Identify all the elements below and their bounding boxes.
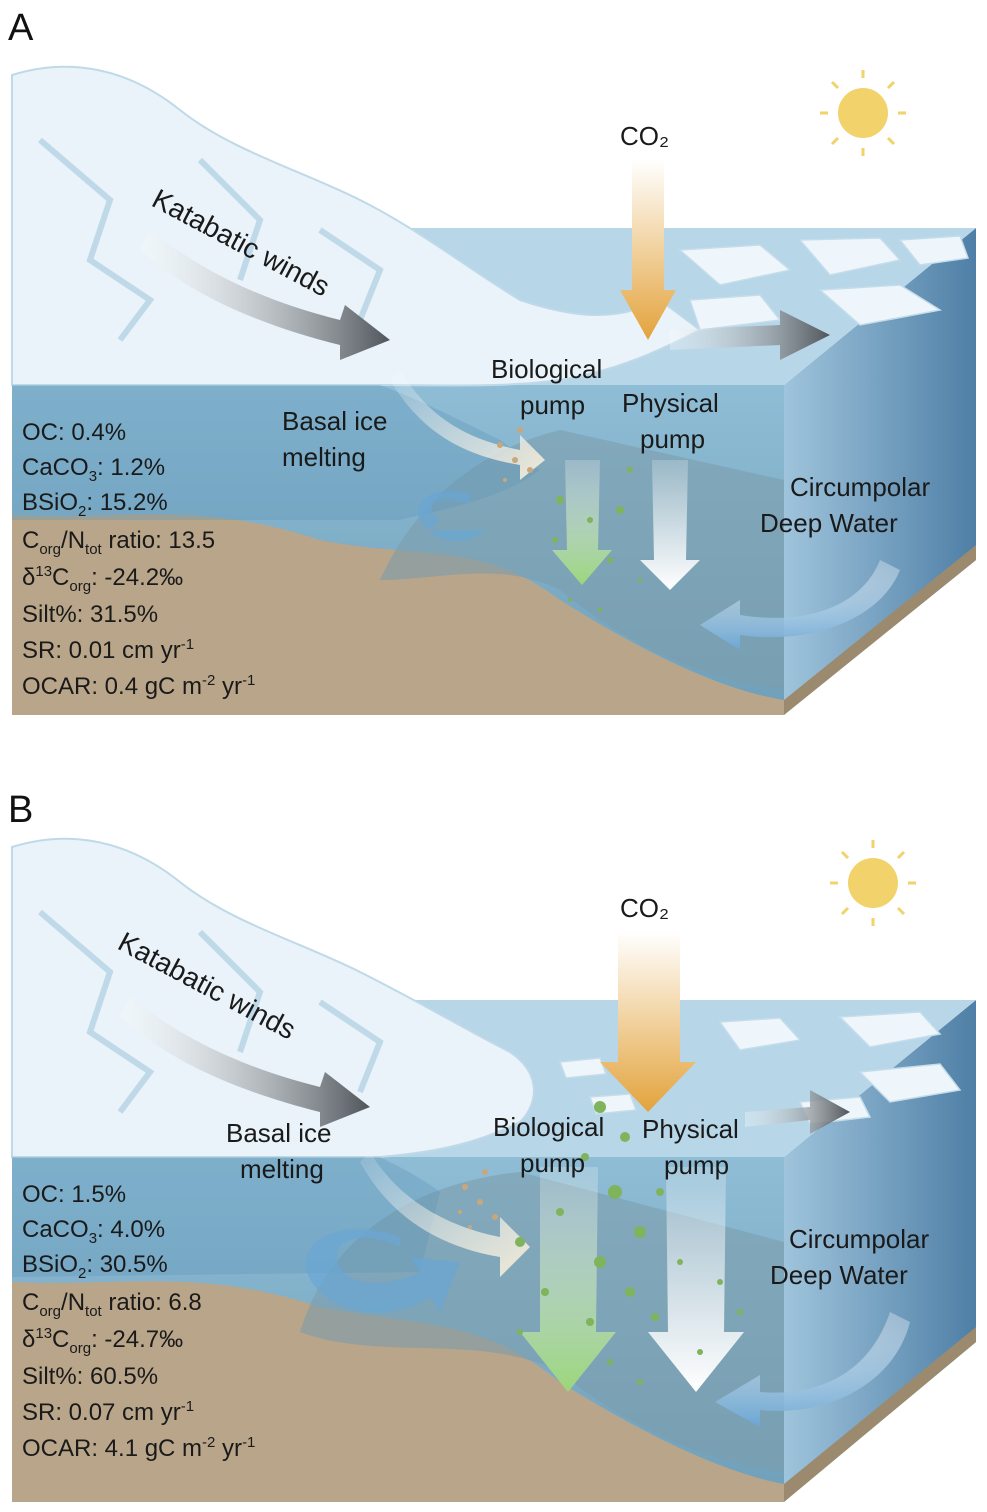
sea-ice-floes <box>678 235 970 331</box>
cdw-label-1: Circumpolar <box>790 472 930 502</box>
stat-caco3: CaCO3: 1.2% <box>22 454 165 485</box>
cdw-label-1: Circumpolar <box>789 1224 929 1254</box>
physical-label-1: Physical <box>622 388 719 418</box>
basal-melt-arrow <box>360 1152 530 1277</box>
ice-sheet <box>11 837 535 1158</box>
cdw-arrow <box>700 560 900 650</box>
sediment-side <box>784 545 976 715</box>
stats-list: OC: 1.5% CaCO3: 4.0% BSiO2: 30.5% Corg/N… <box>22 1181 255 1462</box>
stat-sr: SR: 0.01 cm yr-1 <box>22 636 194 664</box>
basal-label-1: Basal ice <box>226 1118 332 1148</box>
sun-icon <box>830 840 916 926</box>
biological-label-2: pump <box>520 390 585 420</box>
sediment-front <box>12 1281 784 1502</box>
basal-label-2: melting <box>282 442 366 472</box>
ice-shelf-submerged <box>12 385 540 520</box>
sediment-front <box>12 514 784 715</box>
offshore-wind-arrow <box>670 310 830 360</box>
co2-arrow <box>600 932 696 1112</box>
biological-label-1: Biological <box>493 1112 604 1142</box>
stat-cn-ratio: Corg/Ntot ratio: 6.8 <box>22 1289 202 1320</box>
co2-label: CO₂ <box>620 893 669 923</box>
recirculation-arrow <box>417 490 485 542</box>
panel-letter: B <box>8 789 33 831</box>
stat-d13c: δ13Corg: -24.7‰ <box>22 1325 183 1357</box>
biological-label-2: pump <box>520 1148 585 1178</box>
panel-letter: A <box>8 7 34 49</box>
stat-d13c: δ13Corg: -24.2‰ <box>22 563 183 595</box>
physical-label-2: pump <box>640 424 705 454</box>
co2-arrow <box>620 160 676 340</box>
basal-label-2: melting <box>240 1154 324 1184</box>
sun-icon <box>820 70 906 156</box>
katabatic-arrow <box>140 230 390 360</box>
stat-ocar: OCAR: 0.4 gC m-2 yr-1 <box>22 672 255 700</box>
basal-label-1: Basal ice <box>282 406 388 436</box>
physical-label-2: pump <box>664 1150 729 1180</box>
stat-silt: Silt%: 60.5% <box>22 1363 158 1390</box>
ice-crevasses <box>38 137 384 342</box>
biological-label-1: Biological <box>491 354 602 384</box>
biological-pump-arrow <box>552 460 612 585</box>
sediment-side <box>784 1327 976 1502</box>
sediment-particles <box>458 1169 498 1229</box>
physical-label-1: Physical <box>642 1114 739 1144</box>
stat-silt: Silt%: 31.5% <box>22 601 158 628</box>
stat-caco3: CaCO3: 4.0% <box>22 1216 165 1247</box>
stat-bsio2: BSiO2: 15.2% <box>22 489 168 520</box>
ice-crevasses <box>38 909 384 1114</box>
offshore-wind-arrow <box>745 1090 850 1134</box>
particles <box>552 467 642 612</box>
stat-oc: OC: 1.5% <box>22 1181 126 1208</box>
basal-melt-arrow <box>390 370 545 480</box>
physical-pump-arrow <box>640 460 700 590</box>
particles <box>515 1101 743 1385</box>
stat-bsio2: BSiO2: 30.5% <box>22 1251 168 1282</box>
stat-ocar: OCAR: 4.1 gC m-2 yr-1 <box>22 1434 255 1462</box>
panel-a: A <box>8 7 976 715</box>
stat-oc: OC: 0.4% <box>22 419 126 446</box>
physical-pump-arrow <box>648 1167 744 1392</box>
cdw-arrow <box>715 1312 910 1427</box>
recirculation-arrow <box>305 1229 460 1313</box>
ice-sheet <box>11 65 702 387</box>
sea-ice-floes <box>558 1011 962 1125</box>
co2-label: CO₂ <box>620 121 669 151</box>
stat-cn-ratio: Corg/Ntot ratio: 13.5 <box>22 527 215 558</box>
sediment-particles <box>497 427 533 482</box>
stat-sr: SR: 0.07 cm yr-1 <box>22 1398 194 1426</box>
cdw-label-2: Deep Water <box>770 1260 908 1290</box>
panel-b: B CO₂ Katabatic w <box>8 789 976 1502</box>
biological-pump-arrow <box>520 1167 616 1392</box>
cdw-label-2: Deep Water <box>760 508 898 538</box>
stats-list: OC: 0.4% CaCO3: 1.2% BSiO2: 15.2% Corg/N… <box>22 419 255 700</box>
katabatic-arrow <box>120 997 370 1127</box>
